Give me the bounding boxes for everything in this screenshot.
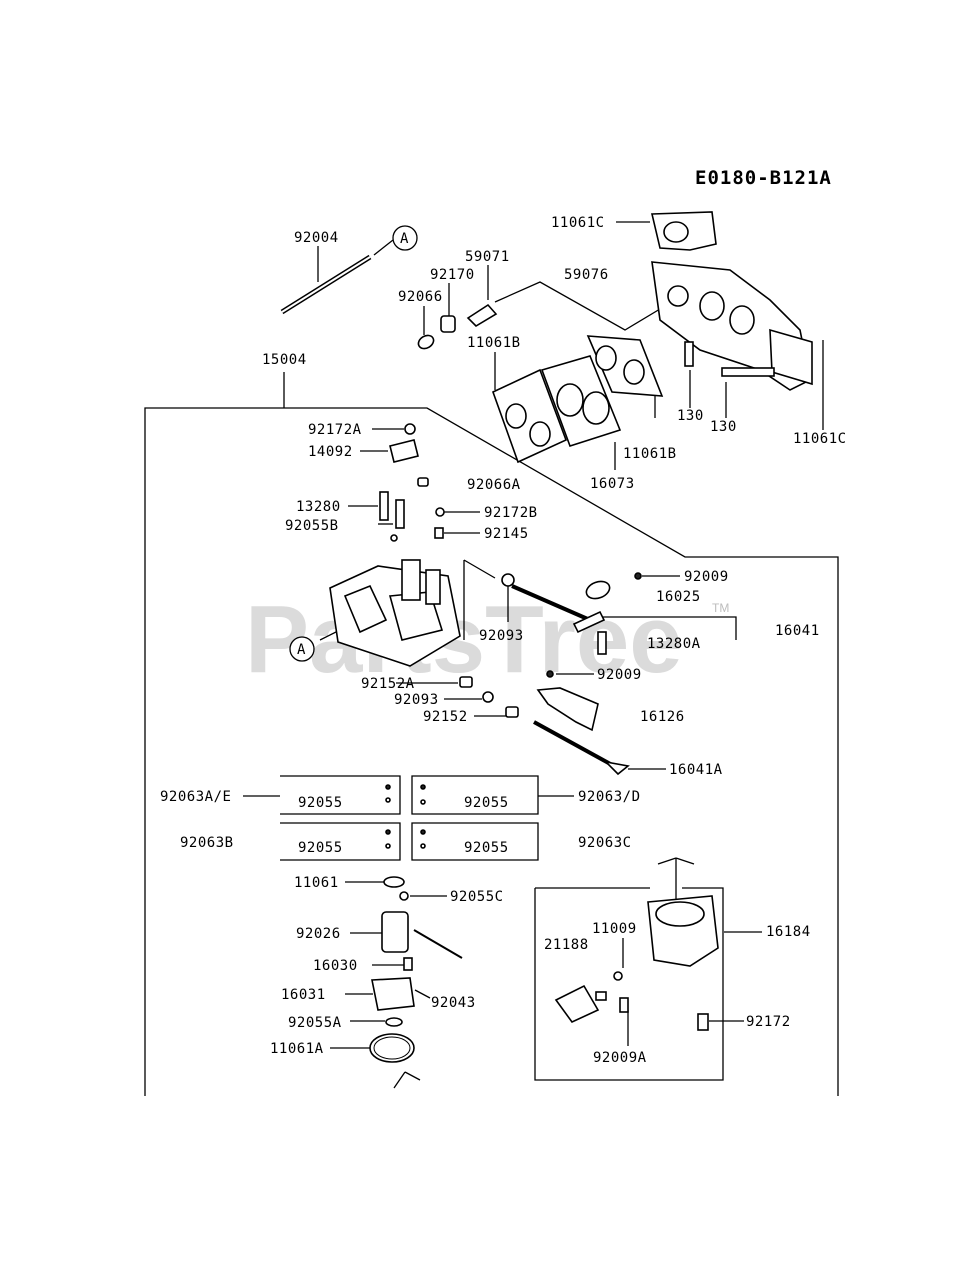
- label-92152A: 92152A: [361, 676, 415, 692]
- label-92009A: 92009A: [593, 1050, 647, 1066]
- label-92063B: 92063B: [180, 835, 234, 851]
- label-16030: 16030: [313, 958, 358, 974]
- label-92145: 92145: [484, 526, 529, 542]
- label-11061: 11061: [294, 875, 339, 891]
- frame-lines: [144, 221, 839, 1096]
- label-16184: 16184: [766, 924, 811, 940]
- label-16073: 16073: [590, 476, 635, 492]
- part-throttle-shaft: [501, 572, 642, 678]
- label-92055C: 92055C: [450, 889, 504, 905]
- part-11061C-top-gasket: [650, 211, 717, 251]
- label-92172: 92172: [746, 1014, 791, 1030]
- label-92093-low: 92093: [394, 692, 439, 708]
- label-130-b: 130: [710, 419, 737, 435]
- part-labels: 92004 11061C 59071 92170 59076 92066 110…: [160, 215, 847, 1066]
- label-92055B: 92055B: [285, 518, 339, 534]
- label-92009-mid: 92009: [597, 667, 642, 683]
- label-92172A: 92172A: [308, 422, 362, 438]
- label-16025: 16025: [656, 589, 701, 605]
- label-92170: 92170: [430, 267, 475, 283]
- part-92066-plug: [417, 334, 435, 350]
- callout-a-left: A: [289, 636, 315, 662]
- label-92063C: 92063C: [578, 835, 632, 851]
- part-92004-rod: [280, 254, 372, 315]
- svg-text:A: A: [297, 642, 306, 658]
- label-92055-1: 92055: [298, 795, 343, 811]
- part-59076-intake-manifold: [651, 261, 813, 391]
- label-92066A: 92066A: [467, 477, 521, 493]
- label-11061B-right: 11061B: [623, 446, 677, 462]
- label-21188: 21188: [544, 937, 589, 953]
- label-92066: 92066: [398, 289, 443, 305]
- part-11061B-gasket-right: [586, 335, 664, 397]
- label-15004: 15004: [262, 352, 307, 368]
- label-92004: 92004: [294, 230, 339, 246]
- label-92043: 92043: [431, 995, 476, 1011]
- part-carburetor-body: [329, 559, 461, 667]
- part-16184-bowl-assembly: [554, 895, 719, 1031]
- label-92172B: 92172B: [484, 505, 538, 521]
- label-92055-2: 92055: [464, 795, 509, 811]
- label-92009-top: 92009: [684, 569, 729, 585]
- part-16073-spacer: [540, 355, 622, 447]
- label-11009: 11009: [592, 921, 637, 937]
- label-59076: 59076: [564, 267, 609, 283]
- label-11061C-right: 11061C: [793, 431, 847, 447]
- part-130-bolts: [684, 341, 775, 377]
- diagram-code: E0180-B121A: [695, 167, 832, 189]
- label-11061B-left: 11061B: [467, 335, 521, 351]
- label-16041A: 16041A: [669, 762, 723, 778]
- label-92063D: 92063/D: [578, 789, 641, 805]
- label-13280: 13280: [296, 499, 341, 515]
- label-11061A: 11061A: [270, 1041, 324, 1057]
- part-jets-screws: [385, 784, 426, 849]
- label-92055A: 92055A: [288, 1015, 342, 1031]
- label-130-a: 130: [677, 408, 704, 424]
- label-16031: 16031: [281, 987, 326, 1003]
- label-92026: 92026: [296, 926, 341, 942]
- label-92093-top: 92093: [479, 628, 524, 644]
- label-59071: 59071: [465, 249, 510, 265]
- part-small-hardware: [379, 423, 445, 542]
- label-16041: 16041: [775, 623, 820, 639]
- part-float-assembly: [369, 876, 463, 1063]
- label-11061C-top: 11061C: [551, 215, 605, 231]
- part-choke-shaft: [459, 676, 630, 776]
- callout-a-top: A: [392, 225, 418, 251]
- label-13280A: 13280A: [647, 636, 701, 652]
- label-92055-4: 92055: [464, 840, 509, 856]
- label-92055-3: 92055: [298, 840, 343, 856]
- label-16126: 16126: [640, 709, 685, 725]
- label-14092: 14092: [308, 444, 353, 460]
- label-92152: 92152: [423, 709, 468, 725]
- part-11061B-gasket-left: [492, 368, 568, 464]
- part-92170-clip: [440, 315, 456, 333]
- watermark-trademark: TM: [712, 601, 729, 615]
- part-59071-fitting: [466, 303, 498, 328]
- svg-text:A: A: [400, 231, 409, 247]
- label-92063AE: 92063A/E: [160, 789, 231, 805]
